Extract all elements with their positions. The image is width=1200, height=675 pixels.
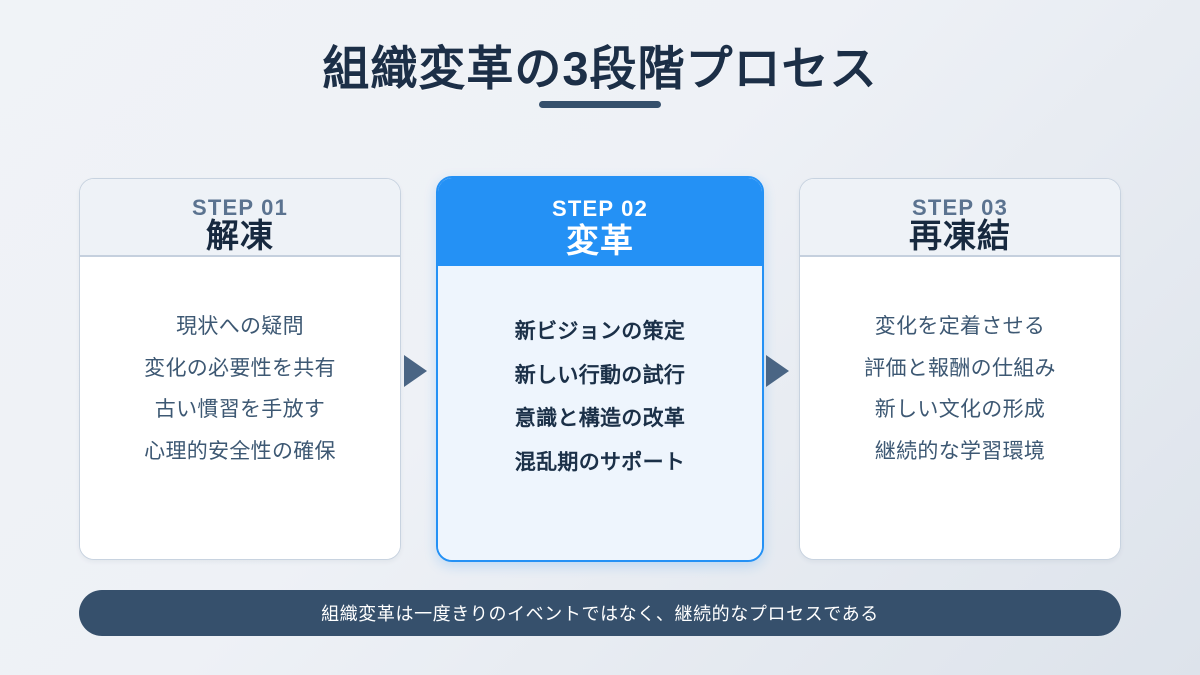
summary-banner-text: 組織変革は一度きりのイベントではなく、継続的なプロセスである xyxy=(321,604,879,624)
step-card-1-body: 現状への疑問 変化の必要性を共有 古い慣習を手放す 心理的安全性の確保 xyxy=(80,257,400,559)
list-item: 現状への疑問 xyxy=(176,315,304,338)
step-card-1-step-label: STEP 01 xyxy=(191,195,289,220)
list-item: 心理的安全性の確保 xyxy=(144,439,336,463)
step-card-3-header: STEP 03 再凍結 xyxy=(800,179,1120,257)
list-item: 新しい行動の試行 xyxy=(514,363,686,387)
step-card-2-title: 変革 xyxy=(566,222,634,259)
step-card-3-title: 再凍結 xyxy=(909,217,1011,254)
list-item: 変化を定着させる xyxy=(874,315,1046,338)
step-card-3-step-label: STEP 03 xyxy=(911,195,1009,220)
step-card-2-step-label: STEP 02 xyxy=(551,196,649,221)
step-card-2-header: STEP 02 変革 xyxy=(438,178,762,266)
title-underline-accent xyxy=(539,101,661,109)
step-card-1-title: 解凍 xyxy=(206,217,274,254)
step-card-3[interactable]: STEP 03 再凍結 変化を定着させる 評価と報酬の仕組み 新しい文化の形成 … xyxy=(799,178,1121,560)
title-block: 組織変革の3段階プロセス xyxy=(0,42,1200,109)
list-item: 変化の必要性を共有 xyxy=(144,356,336,380)
step-card-3-body: 変化を定着させる 評価と報酬の仕組み 新しい文化の形成 継続的な学習環境 xyxy=(800,257,1120,559)
list-item: 継続的な学習環境 xyxy=(874,439,1046,463)
list-item: 意識と構造の改革 xyxy=(514,407,686,430)
list-item: 評価と報酬の仕組み xyxy=(864,356,1056,380)
arrow-right-icon xyxy=(404,355,427,387)
list-item: 混乱期のサポート xyxy=(514,450,686,474)
step-card-1[interactable]: STEP 01 解凍 現状への疑問 変化の必要性を共有 古い慣習を手放す 心理的… xyxy=(79,178,401,560)
list-item: 古い慣習を手放す xyxy=(154,398,326,421)
step-card-2-body: 新ビジョンの策定 新しい行動の試行 意識と構造の改革 混乱期のサポート xyxy=(438,266,762,560)
summary-banner: 組織変革は一度きりのイベントではなく、継続的なプロセスである xyxy=(79,590,1121,636)
process-steps-row: STEP 01 解凍 現状への疑問 変化の必要性を共有 古い慣習を手放す 心理的… xyxy=(79,176,1121,564)
list-item: 新しい文化の形成 xyxy=(874,398,1046,421)
list-item: 新ビジョンの策定 xyxy=(514,320,686,343)
step-card-1-header: STEP 01 解凍 xyxy=(80,179,400,257)
step-card-2[interactable]: STEP 02 変革 新ビジョンの策定 新しい行動の試行 意識と構造の改革 混乱… xyxy=(436,176,764,562)
page-title: 組織変革の3段階プロセス xyxy=(322,42,878,95)
arrow-right-icon xyxy=(766,355,789,387)
